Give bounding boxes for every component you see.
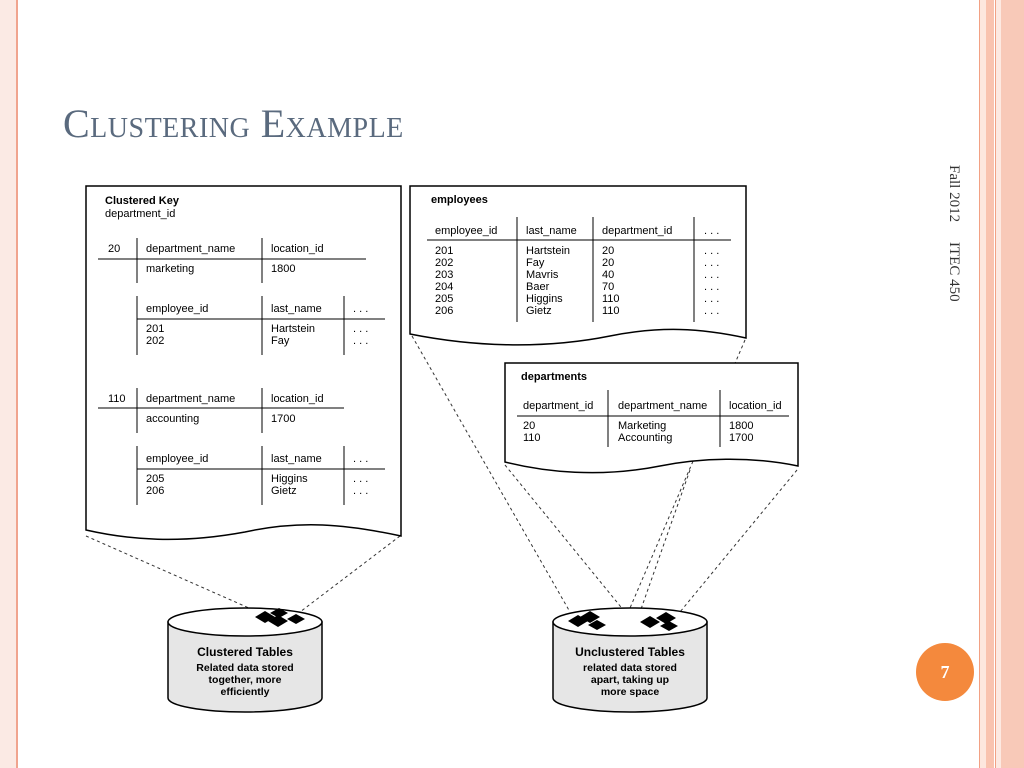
page-number-badge: 7 [916, 643, 974, 701]
clustered-tables-label: Clustered Tables [197, 645, 293, 659]
emp-header: . . . [353, 453, 368, 465]
employees-cell: 70 [602, 281, 614, 293]
emp-cell: . . . [353, 473, 368, 485]
emp-cell: Gietz [271, 485, 297, 497]
projection-lines [85, 335, 798, 613]
departments-cell: 20 [523, 420, 535, 432]
employees-cell: . . . [704, 245, 719, 257]
dept-header: department_name [146, 243, 235, 255]
emp-cell: 201 [146, 323, 164, 335]
dept-cell: 1700 [271, 413, 295, 425]
clustered-key-title: Clustered Key [105, 195, 180, 207]
right-stripe-4 [1001, 0, 1024, 768]
dept-cell: marketing [146, 263, 194, 275]
employees-cell: 40 [602, 269, 614, 281]
emp-header: last_name [271, 453, 322, 465]
employees-header: employee_id [435, 225, 497, 237]
cluster-group-110: 110 department_name location_id accounti… [98, 388, 385, 505]
employees-cell: . . . [704, 305, 719, 317]
employees-cell: 206 [435, 305, 453, 317]
cluster-key-value: 20 [108, 243, 120, 255]
departments-header: location_id [729, 400, 782, 412]
dept-cell: accounting [146, 413, 199, 425]
left-border-decoration [0, 0, 18, 768]
employees-cell: . . . [704, 269, 719, 281]
departments-cell: Accounting [618, 432, 672, 444]
unclustered-tables-database: Unclustered Tables related data stored a… [552, 607, 708, 713]
clustered-tables-database: Clustered Tables Related data stored tog… [167, 607, 323, 713]
employees-cell: Higgins [526, 293, 563, 305]
dept-header: location_id [271, 393, 324, 405]
employees-cell: 202 [435, 257, 453, 269]
employees-cell: Baer [526, 281, 550, 293]
employees-cell: Hartstein [526, 245, 570, 257]
employees-table-panel: employees employee_id last_name departme… [409, 185, 747, 346]
emp-cell: Fay [271, 335, 290, 347]
employees-cell: 205 [435, 293, 453, 305]
employees-header: last_name [526, 225, 577, 237]
clustered-desc-line: Related data stored [196, 662, 293, 674]
employees-cell: 110 [602, 305, 620, 317]
emp-cell: 205 [146, 473, 164, 485]
emp-cell: 202 [146, 335, 164, 347]
clustered-key-panel: Clustered Key department_id 20 departmen… [85, 185, 402, 541]
employees-cell: . . . [704, 281, 719, 293]
footer-course: ITEC 450 [946, 242, 962, 302]
departments-header: department_name [618, 400, 707, 412]
employees-cell: 201 [435, 245, 453, 257]
emp-header: . . . [353, 303, 368, 315]
employees-cell: Fay [526, 257, 545, 269]
data-blocks-icon [568, 611, 678, 631]
unclustered-desc-line: apart, taking up [591, 674, 669, 686]
clustered-key-column: department_id [105, 208, 175, 220]
employees-header: . . . [704, 225, 719, 237]
departments-table-panel: departments department_id department_nam… [504, 362, 799, 474]
employees-cell: 203 [435, 269, 453, 281]
departments-cell: 1800 [729, 420, 753, 432]
employees-header: department_id [602, 225, 672, 237]
employees-cell: 110 [602, 293, 620, 305]
cluster-group-20: 20 department_name location_id marketing… [98, 238, 385, 355]
dept-header: department_name [146, 393, 235, 405]
emp-cell: 206 [146, 485, 164, 497]
employees-cell: 204 [435, 281, 453, 293]
emp-header: employee_id [146, 453, 208, 465]
employees-cell: 20 [602, 257, 614, 269]
footer-date: Fall 2012 [946, 165, 962, 223]
right-stripe-2 [986, 0, 994, 768]
data-blocks-icon [255, 608, 305, 627]
departments-title: departments [521, 371, 587, 383]
clustered-desc-line: together, more [209, 674, 282, 686]
departments-header: department_id [523, 400, 593, 412]
unclustered-tables-label: Unclustered Tables [575, 645, 685, 659]
clustered-desc-line: efficiently [220, 686, 269, 698]
emp-cell: . . . [353, 335, 368, 347]
departments-cell: 110 [523, 432, 541, 444]
emp-cell: Higgins [271, 473, 308, 485]
employees-cell: Gietz [526, 305, 552, 317]
unclustered-desc-line: more space [601, 686, 660, 698]
slide-footer: Fall 2012ITEC 450 [945, 165, 962, 302]
cluster-key-value: 110 [108, 393, 126, 405]
right-stripe-1 [979, 0, 986, 768]
employees-cell: . . . [704, 293, 719, 305]
emp-header: employee_id [146, 303, 208, 315]
emp-header: last_name [271, 303, 322, 315]
slide-title: Clustering Example [63, 101, 404, 146]
emp-cell: . . . [353, 485, 368, 497]
dept-header: location_id [271, 243, 324, 255]
employees-cell: 20 [602, 245, 614, 257]
employees-cell: . . . [704, 257, 719, 269]
emp-cell: Hartstein [271, 323, 315, 335]
departments-cell: 1700 [729, 432, 753, 444]
emp-cell: . . . [353, 323, 368, 335]
employees-title: employees [431, 194, 488, 206]
dept-cell: 1800 [271, 263, 295, 275]
employees-cell: Mavris [526, 269, 559, 281]
employees-rows: 201 Hartstein 20 . . . 202 Fay 20 . . . … [435, 245, 719, 317]
departments-cell: Marketing [618, 420, 666, 432]
unclustered-desc-line: related data stored [583, 662, 677, 674]
right-stripe-3 [995, 0, 1001, 768]
